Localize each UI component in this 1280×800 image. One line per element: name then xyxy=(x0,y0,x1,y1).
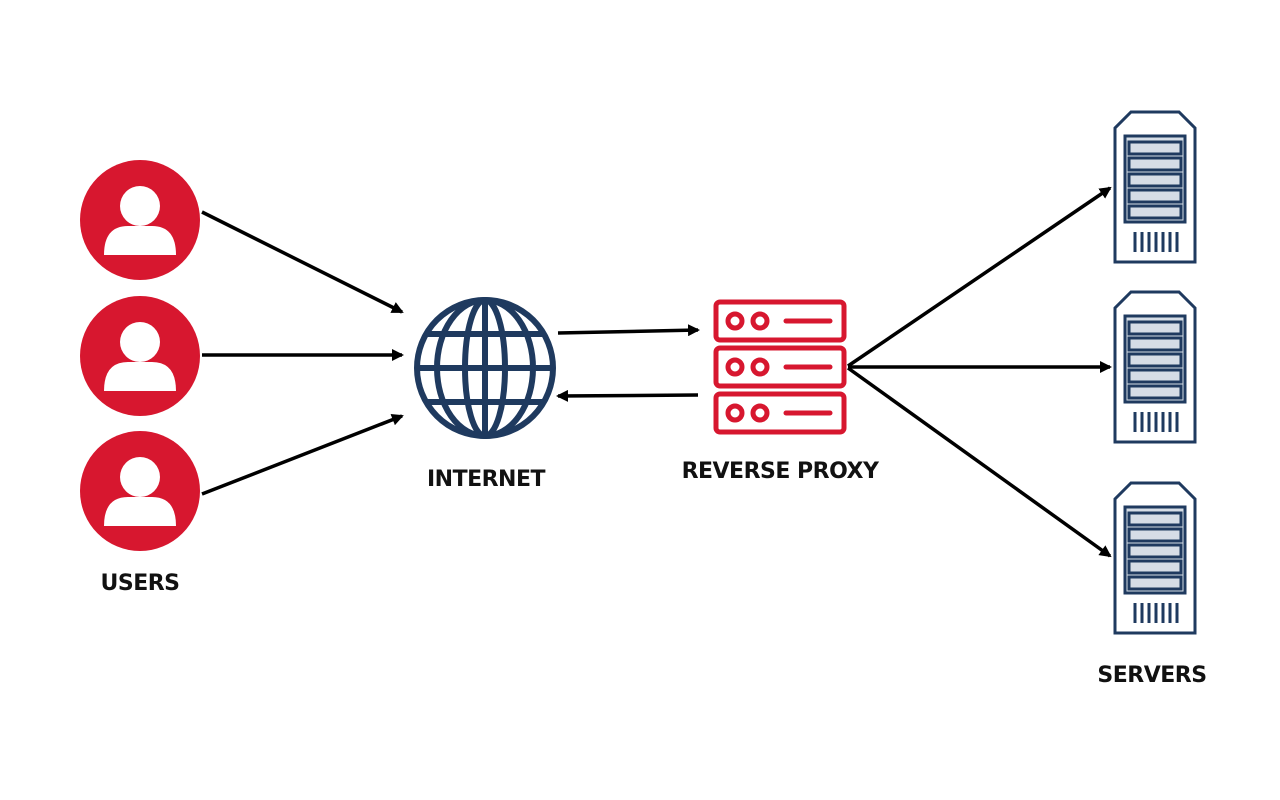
globe-icon xyxy=(414,297,556,439)
arrow-proxy-server1 xyxy=(847,186,1112,368)
arrow-proxy-to-internet xyxy=(556,389,699,402)
users-label: USERS xyxy=(100,571,179,596)
proxy-label: REVERSE PROXY xyxy=(682,459,880,484)
server-tower-icon xyxy=(1113,481,1197,635)
arrows-internet-proxy xyxy=(556,324,700,402)
server-tower-icon xyxy=(1113,110,1197,264)
server-rack-icon xyxy=(713,299,847,435)
user-icon xyxy=(80,431,200,551)
arrows-proxy-to-servers xyxy=(846,186,1112,558)
arrow-user3-internet xyxy=(201,414,404,496)
users-group: USERS xyxy=(80,160,200,596)
user-icon xyxy=(80,160,200,280)
internet-label: INTERNET xyxy=(427,467,546,492)
arrow-internet-to-proxy xyxy=(557,324,700,337)
arrow-user1-internet xyxy=(201,210,404,314)
server-tower-icon xyxy=(1113,290,1197,444)
user-icon xyxy=(80,296,200,416)
servers-label: SERVERS xyxy=(1097,663,1206,688)
arrows-users-to-internet xyxy=(201,210,404,496)
arrow-proxy-server3 xyxy=(846,366,1112,558)
